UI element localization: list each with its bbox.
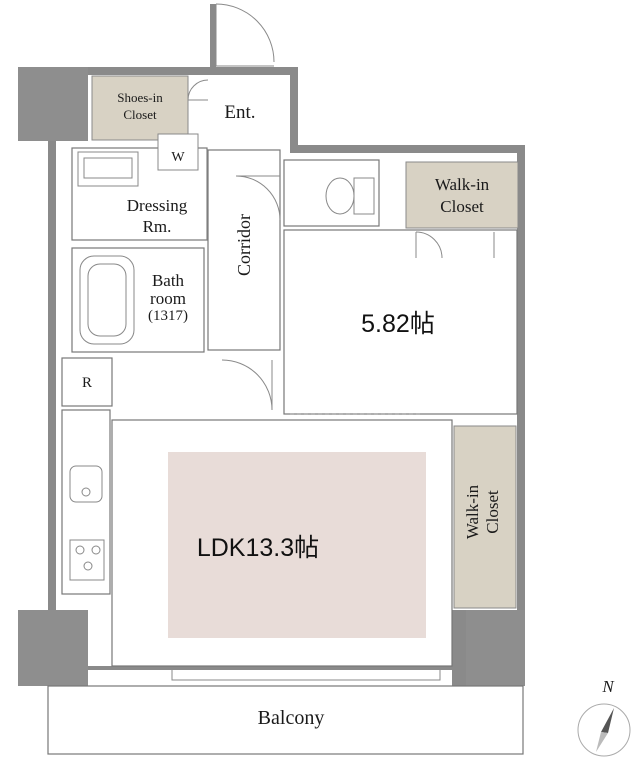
- walkin-side-label-2: Closet: [483, 490, 502, 534]
- dressing-room: W Dressing Rm.: [71, 133, 208, 241]
- bath-label-1: Bath: [152, 271, 185, 290]
- entrance-label: Ent.: [224, 102, 255, 123]
- toilet-tank: [353, 177, 375, 215]
- corridor-label: Corridor: [234, 214, 254, 276]
- shoes-closet-box: [91, 75, 189, 141]
- corridor: Corridor: [207, 149, 281, 351]
- bath-label-2: room: [150, 289, 186, 308]
- wall-entrance-right: [290, 67, 298, 153]
- toilet: [283, 159, 380, 227]
- kitchen: R: [61, 357, 113, 595]
- western-room: 5.82帖: [283, 229, 518, 415]
- entrance-door-jamb: [210, 4, 216, 74]
- walkin-top-label-1: Walk-in: [435, 175, 490, 194]
- entrance-door-swing: [215, 3, 275, 63]
- corridor-outline: [207, 149, 281, 351]
- western-room-outline: [283, 229, 518, 415]
- walkin-closet-side: Walk-in Closet: [453, 425, 517, 609]
- washer-box: [157, 133, 199, 171]
- walkin-side-label-1: Walk-in: [463, 484, 482, 539]
- compass-needle-north: [601, 708, 614, 733]
- western-room-label: 5.82帖: [361, 310, 435, 338]
- vanity-basin: [83, 157, 133, 179]
- compass-north-label: N: [601, 677, 615, 696]
- wall-top-right: [290, 145, 525, 153]
- walkin-side-box: [453, 425, 517, 609]
- kitchen-sink: [69, 465, 103, 503]
- kitchen-counter: [61, 409, 111, 595]
- corridor-door-swing: [235, 175, 281, 221]
- compass-needle-south: [596, 732, 608, 752]
- toilet-bowl: [325, 177, 355, 215]
- ldk-rug: [168, 452, 426, 638]
- dressing-label-2: Rm.: [143, 217, 172, 236]
- wall-right: [517, 145, 525, 685]
- balcony-outline: [47, 685, 524, 755]
- ent-inner-door: [187, 79, 209, 101]
- burner-2: [91, 545, 101, 555]
- column-bottom-left: [18, 610, 88, 686]
- dressing-label-1: Dressing: [127, 196, 188, 215]
- bath-label-3: (1317): [148, 308, 188, 324]
- fridge-space: [61, 357, 113, 407]
- shoes-closet-label-2: Closet: [123, 107, 157, 122]
- toilet-room-outline: [283, 159, 380, 227]
- compass-ring: [577, 703, 631, 757]
- entrance-door: [210, 3, 275, 74]
- bath-room-outline: [71, 247, 205, 353]
- burner-3: [83, 561, 93, 571]
- compass: N: [577, 677, 631, 757]
- balcony-label: Balcony: [258, 707, 325, 729]
- walkin-closet-top: Walk-in Closet: [405, 161, 519, 259]
- wall-left: [48, 140, 56, 610]
- ldk-window-sash: [171, 667, 441, 681]
- bath-room: Bath room (1317): [71, 247, 205, 353]
- shoes-closet: Shoes-in Closet: [91, 75, 189, 141]
- burner-1: [75, 545, 85, 555]
- wall-top-entrance: [88, 67, 298, 75]
- column-bottom-right: [463, 610, 525, 686]
- shoes-closet-label-1: Shoes-in: [117, 90, 163, 105]
- walkin-top-label-2: Closet: [440, 197, 484, 216]
- kitchen-drain: [81, 487, 91, 497]
- wall-ldk-right-stub: [452, 610, 466, 686]
- walkin-top-box: [405, 161, 519, 229]
- ldk-label: LDK13.3帖: [197, 534, 319, 562]
- ldk: LDK13.3帖: [111, 419, 453, 681]
- bathtub-inner: [87, 263, 127, 337]
- column-top-left: [18, 67, 88, 141]
- ldk-door-swing: [221, 359, 273, 411]
- washer-label: W: [171, 150, 185, 165]
- fridge-label: R: [82, 375, 92, 391]
- balcony: Balcony: [47, 685, 524, 755]
- walkin-top-door-left-swing: [415, 231, 443, 259]
- ldk-outline: [111, 419, 453, 667]
- stove: [69, 539, 105, 581]
